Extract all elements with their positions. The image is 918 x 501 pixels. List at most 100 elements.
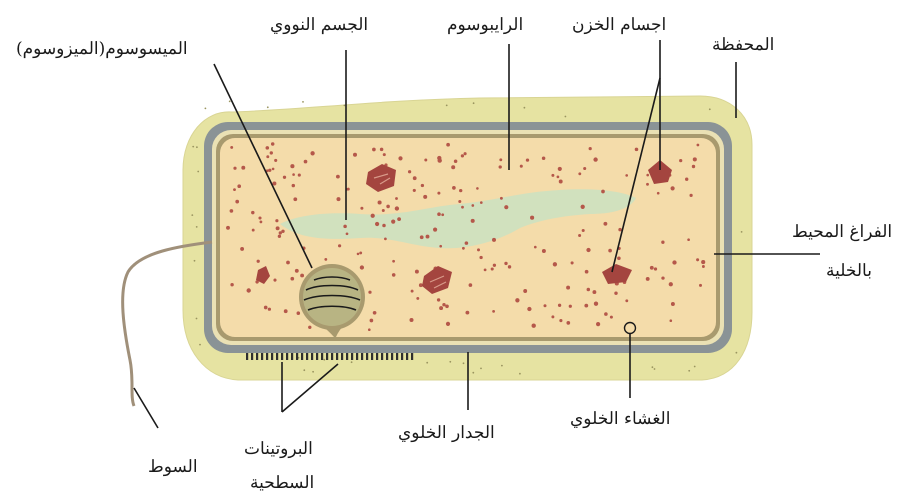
label-ribosome: الرايبوسوم: [447, 15, 523, 35]
capsule-speck: [449, 361, 451, 363]
ribosome-dot: [480, 201, 483, 204]
ribosome-dot: [471, 204, 474, 207]
ribosome-dot: [260, 221, 263, 224]
surface-protein: [276, 353, 278, 360]
ribosome-dot: [618, 228, 622, 232]
surface-protein: [266, 353, 268, 360]
ribosome-dot: [274, 159, 277, 162]
ribosome-dot: [451, 165, 455, 169]
ribosome-dot: [479, 256, 482, 259]
ribosome-dot: [386, 205, 390, 209]
ribosome-dot: [553, 262, 557, 266]
capsule-speck: [652, 366, 654, 368]
surface-protein: [356, 353, 358, 360]
ribosome-dot: [557, 176, 560, 179]
ribosome-dot: [392, 260, 395, 263]
ribosome-dot: [343, 225, 347, 229]
ribosome-dot: [596, 322, 600, 326]
ribosome-dot: [392, 273, 396, 277]
ribosome-dot: [324, 258, 327, 261]
ribosome-dot: [504, 262, 507, 265]
ribosome-dot: [697, 144, 700, 147]
ribosome-dot: [520, 165, 523, 168]
label-cell-membrane: الغشاء الخلوي: [570, 409, 670, 429]
ribosome-dot: [499, 158, 502, 161]
capsule-speck: [303, 369, 305, 371]
ribosome-dot: [558, 167, 562, 171]
surface-protein: [411, 353, 413, 360]
ribosome-dot: [247, 288, 251, 292]
ribosome-dot: [702, 265, 705, 268]
ribosome-dot: [671, 302, 675, 306]
ribosome-dot: [439, 245, 442, 248]
ribosome-dot: [679, 159, 682, 162]
ribosome-dot: [252, 229, 255, 232]
ribosome-dot: [426, 235, 430, 239]
ribosome-dot: [523, 289, 527, 293]
ribosome-dot: [493, 264, 496, 267]
surface-protein: [301, 353, 303, 360]
ribosome-dot: [300, 274, 304, 278]
ribosome-dot: [382, 209, 385, 212]
ribosome-dot: [566, 321, 570, 325]
ribosome-dot: [295, 269, 299, 273]
ribosome-dot: [298, 174, 301, 177]
ribosome-dot: [646, 277, 650, 281]
ribosome-dot: [420, 235, 424, 239]
ribosome-dot: [290, 164, 294, 168]
ribosome-dot: [397, 217, 401, 221]
ribosome-dot: [452, 186, 456, 190]
surface-protein: [376, 353, 378, 360]
surface-protein: [381, 353, 383, 360]
ribosome-dot: [459, 189, 462, 192]
ribosome-dot: [233, 188, 236, 191]
ribosome-dot: [446, 143, 450, 147]
surface-protein: [261, 353, 263, 360]
ribosome-dot: [608, 249, 612, 253]
surface-protein: [346, 353, 348, 360]
ribosome-dot: [589, 147, 592, 150]
ribosome-dot: [226, 226, 230, 230]
ribosome-dot: [310, 151, 314, 155]
surface-protein: [281, 353, 283, 360]
surface-protein: [256, 353, 258, 360]
capsule-speck: [426, 362, 428, 364]
surface-protein: [316, 353, 318, 360]
ribosome-dot: [264, 306, 268, 310]
ribosome-dot: [336, 197, 340, 201]
surface-protein: [336, 353, 338, 360]
ribosome-dot: [515, 298, 519, 302]
ribosome-dot: [696, 258, 699, 261]
ribosome-dot: [551, 315, 554, 318]
label-mesosome: الميسوسوم(الميزوسوم): [16, 39, 188, 59]
ribosome-dot: [357, 253, 360, 256]
surface-protein: [321, 353, 323, 360]
ribosome-dot: [235, 200, 239, 204]
ribosome-dot: [273, 279, 276, 282]
ribosome-dot: [266, 146, 270, 150]
ribosome-dot: [566, 286, 570, 290]
ribosome-dot: [437, 192, 440, 195]
ribosome-dot: [272, 181, 276, 185]
ribosome-dot: [462, 247, 465, 250]
ribosome-dot: [268, 308, 271, 311]
ribosome-dot: [423, 195, 427, 199]
capsule-speck: [463, 362, 465, 364]
capsule-speck: [267, 106, 269, 108]
label-surface-proteins-line1: البروتينات: [244, 439, 313, 459]
ribosome-dot: [413, 189, 416, 192]
ribosome-dot: [283, 176, 286, 179]
ribosome-dot: [437, 156, 441, 160]
surface-protein: [391, 353, 393, 360]
ribosome-dot: [578, 234, 581, 237]
surface-protein: [311, 353, 313, 360]
ribosome-dot: [359, 251, 362, 254]
ribosome-dot: [635, 148, 639, 152]
ribosome-dot: [360, 265, 364, 269]
capsule-speck: [344, 105, 346, 107]
label-capsule: المحفظة: [712, 35, 774, 55]
ribosome-dot: [476, 187, 479, 190]
surface-protein: [366, 353, 368, 360]
capsule-speck: [501, 365, 503, 367]
